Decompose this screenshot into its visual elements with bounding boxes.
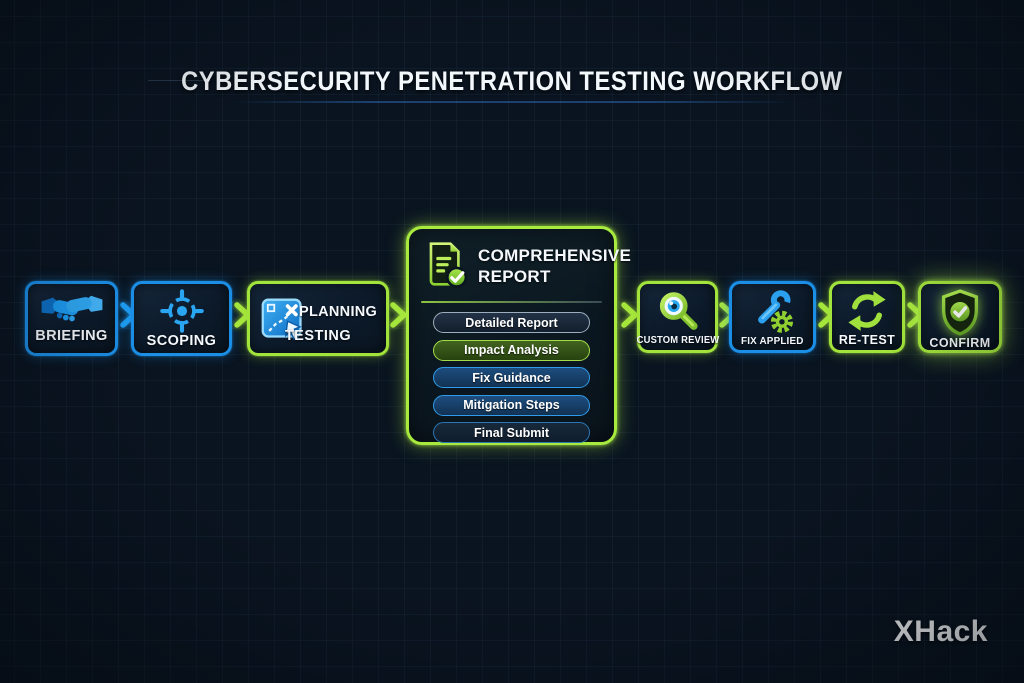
- step-fix-applied-label: FIX APPLIED: [741, 335, 804, 347]
- report-items: Detailed Report Impact Analysis Fix Guid…: [409, 312, 614, 443]
- magnifier-eye-icon: [655, 284, 701, 335]
- step-fix-applied[interactable]: FIX APPLIED: [729, 281, 816, 353]
- report-item-fix-guidance[interactable]: Fix Guidance: [433, 367, 590, 388]
- handshake-icon: [41, 284, 103, 328]
- report-title: COMPREHENSIVE REPORT: [478, 246, 632, 286]
- shield-check-icon: [939, 284, 981, 336]
- crosshair-target-icon: [159, 284, 204, 333]
- step-custom-review[interactable]: CUSTOM REVIEW: [636, 281, 719, 353]
- report-item-impact-analysis[interactable]: Impact Analysis: [433, 339, 590, 361]
- report-item-detailed-report[interactable]: Detailed Report: [433, 312, 590, 333]
- title-decor-line: [148, 80, 210, 81]
- step-re-test[interactable]: RE-TEST: [829, 281, 905, 353]
- step-scoping-label: SCOPING: [146, 333, 217, 349]
- page-title: CYBERSECURITY PENETRATION TESTING WORKFL…: [181, 66, 843, 96]
- report-item-final-submit[interactable]: Final Submit: [433, 422, 590, 443]
- step-testing-label: TESTING: [284, 328, 352, 344]
- step-comprehensive-report[interactable]: COMPREHENSIVE REPORT Detailed Report Imp…: [406, 226, 631, 445]
- wrench-gear-icon: [750, 284, 796, 335]
- connector-arrow: [390, 302, 407, 328]
- step-confirm[interactable]: CONFIRM: [918, 281, 1002, 353]
- connector-arrow: [621, 302, 638, 328]
- step-briefing[interactable]: BRIEFING: [25, 281, 118, 356]
- title-underline: [230, 101, 794, 103]
- step-briefing-label: BRIEFING: [35, 328, 108, 344]
- report-header: COMPREHENSIVE REPORT: [409, 229, 631, 298]
- step-planning-testing[interactable]: PLANNING TESTING: [247, 281, 389, 356]
- report-divider: [421, 301, 602, 303]
- step-planning-label: PLANNING: [299, 304, 378, 320]
- refresh-arrows-icon: [845, 284, 889, 333]
- step-confirm-label: CONFIRM: [929, 336, 991, 350]
- step-re-test-label: RE-TEST: [838, 333, 896, 347]
- brand-logo: XHack: [893, 615, 988, 648]
- step-custom-review-label: CUSTOM REVIEW: [636, 335, 719, 346]
- report-item-mitigation-steps[interactable]: Mitigation Steps: [433, 394, 590, 416]
- report-check-icon: [423, 239, 469, 294]
- planning-board-icon: [260, 296, 306, 342]
- step-scoping[interactable]: SCOPING: [131, 281, 232, 356]
